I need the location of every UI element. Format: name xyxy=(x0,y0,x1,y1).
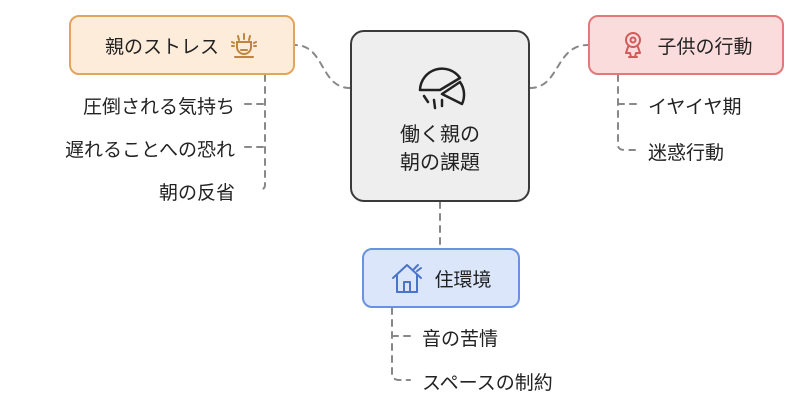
central-topic-label: 働く親の 朝の課題 xyxy=(400,122,480,174)
branch-parent-stress: 親のストレス xyxy=(69,15,295,75)
central-topic-node: 働く親の 朝の課題 xyxy=(350,30,530,202)
child-item-2: 迷惑行動 xyxy=(648,142,725,164)
branch-title-stress: 親のストレス xyxy=(104,35,219,58)
home-item-2: スペースの制約 xyxy=(422,372,553,394)
stress-item-3: 朝の反省 xyxy=(158,182,235,204)
child-figure-icon xyxy=(619,30,647,60)
branch-title-child: 子供の行動 xyxy=(657,35,753,58)
branch-child-behavior: 子供の行動 xyxy=(588,15,784,75)
stress-item-2: 遅れることへの恐れ xyxy=(64,139,235,161)
home-item-1: 音の苦情 xyxy=(422,328,499,350)
house-icon xyxy=(390,261,424,295)
branch-title-home: 住環境 xyxy=(434,268,492,291)
child-item-1: イヤイヤ期 xyxy=(648,96,742,118)
branch-home-environment: 住環境 xyxy=(362,248,520,308)
stress-item-1: 圧倒される気持ち xyxy=(82,96,235,118)
pie-slice-icon xyxy=(412,56,468,112)
stress-face-icon xyxy=(229,30,259,60)
